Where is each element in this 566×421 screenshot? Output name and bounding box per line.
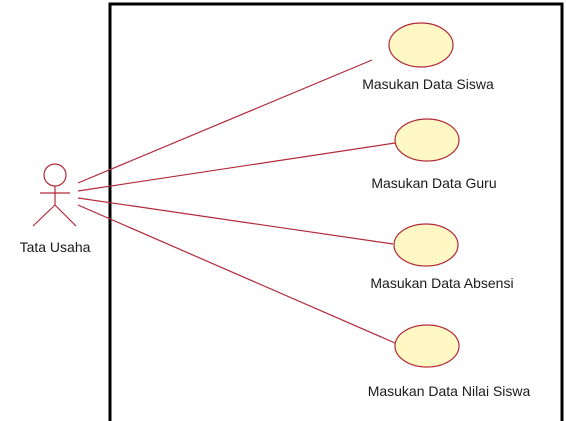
use-case-siswa[interactable]: Masukan Data Siswa — [362, 22, 494, 92]
use-case-ellipse — [388, 22, 454, 68]
association-line-nilai — [77, 204, 396, 344]
actor-name: Tata Usaha — [20, 239, 91, 255]
use-case-label: Masukan Data Nilai Siswa — [368, 383, 531, 399]
association-line-absensi — [77, 197, 394, 245]
use-case-nilai-siswa[interactable]: Masukan Data Nilai Siswa — [368, 324, 531, 399]
use-case-ellipse — [394, 324, 460, 368]
association-line-siswa — [77, 59, 373, 184]
use-case-label: Masukan Data Guru — [371, 175, 496, 191]
association-line-guru — [77, 142, 396, 192]
actor: Tata Usaha — [20, 163, 91, 255]
use-case-ellipse — [394, 118, 460, 162]
use-case-ellipse — [393, 223, 459, 267]
use-case-label: Masukan Data Siswa — [362, 76, 494, 92]
stick-figure-icon — [32, 163, 77, 227]
system-boundary — [108, 2, 564, 421]
use-case-guru[interactable]: Masukan Data Guru — [371, 118, 497, 191]
use-case-absensi[interactable]: Masukan Data Absensi — [370, 223, 514, 291]
associations — [77, 59, 396, 344]
use-case-label: Masukan Data Absensi — [370, 275, 513, 291]
